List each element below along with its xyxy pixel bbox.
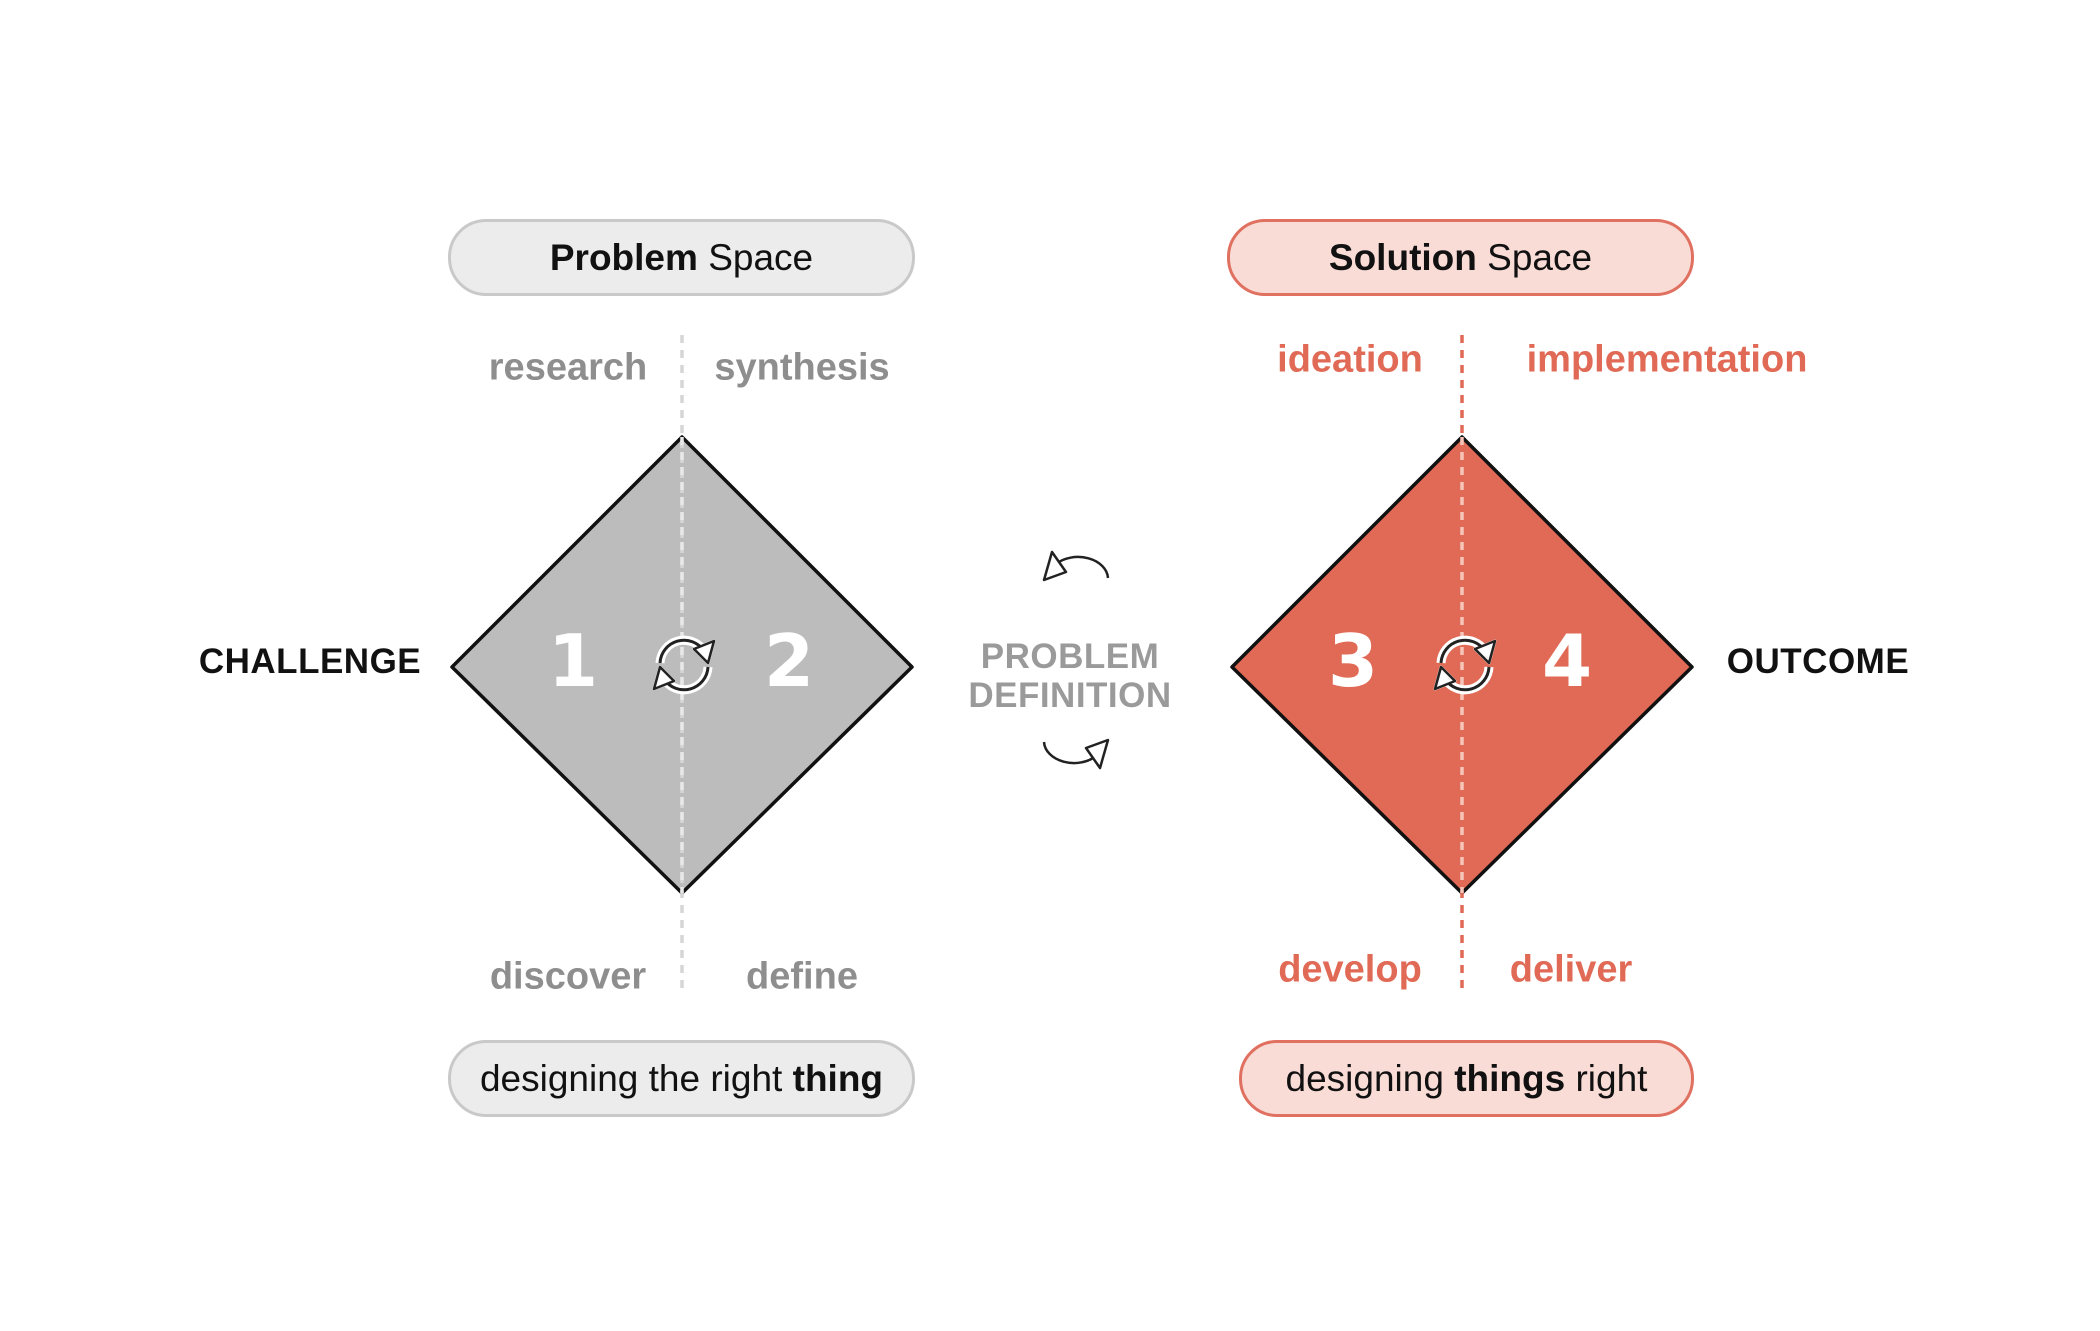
problem-definition-label: PROBLEM DEFINITION [940,637,1200,715]
step-number-3: 3 [1328,619,1378,703]
phase-synthesis: synthesis [714,346,890,389]
challenge-label: CHALLENGE [198,642,422,681]
problem-definition-line2: DEFINITION [968,676,1172,715]
curved-arrow-right-icon [1040,738,1110,770]
step-number-4: 4 [1542,619,1592,703]
solution-space-pill-rest: Space [1487,236,1593,278]
solution-space-pill: Solution Space [1227,219,1694,296]
phase-develop: develop [1278,948,1422,991]
solution-footer-after: right [1575,1057,1648,1099]
problem-footer-pill: designing the right thing [448,1040,915,1117]
problem-definition-line1: PROBLEM [980,637,1160,676]
phase-implementation: implementation [1526,338,1808,381]
curved-arrow-left-icon [1042,550,1112,582]
outcome-label: OUTCOME [1726,642,1910,681]
step-number-1: 1 [548,619,598,703]
phase-research: research [488,346,648,389]
problem-footer-bold: thing [792,1057,884,1099]
step-number-2: 2 [764,619,814,703]
problem-space-pill: Problem Space [448,219,915,296]
phase-deliver: deliver [1509,948,1633,991]
phase-discover: discover [489,955,647,998]
solution-footer-before: designing [1285,1057,1444,1099]
phase-ideation: ideation [1277,338,1423,381]
solution-space-pill-bold: Solution [1328,236,1477,278]
problem-footer-before: designing the right [479,1057,783,1099]
solution-footer-bold: things [1454,1057,1566,1099]
solution-footer-pill: designing things right [1239,1040,1694,1117]
problem-space-pill-bold: Problem [549,236,698,278]
problem-space-pill-rest: Space [708,236,814,278]
phase-define: define [746,955,858,998]
